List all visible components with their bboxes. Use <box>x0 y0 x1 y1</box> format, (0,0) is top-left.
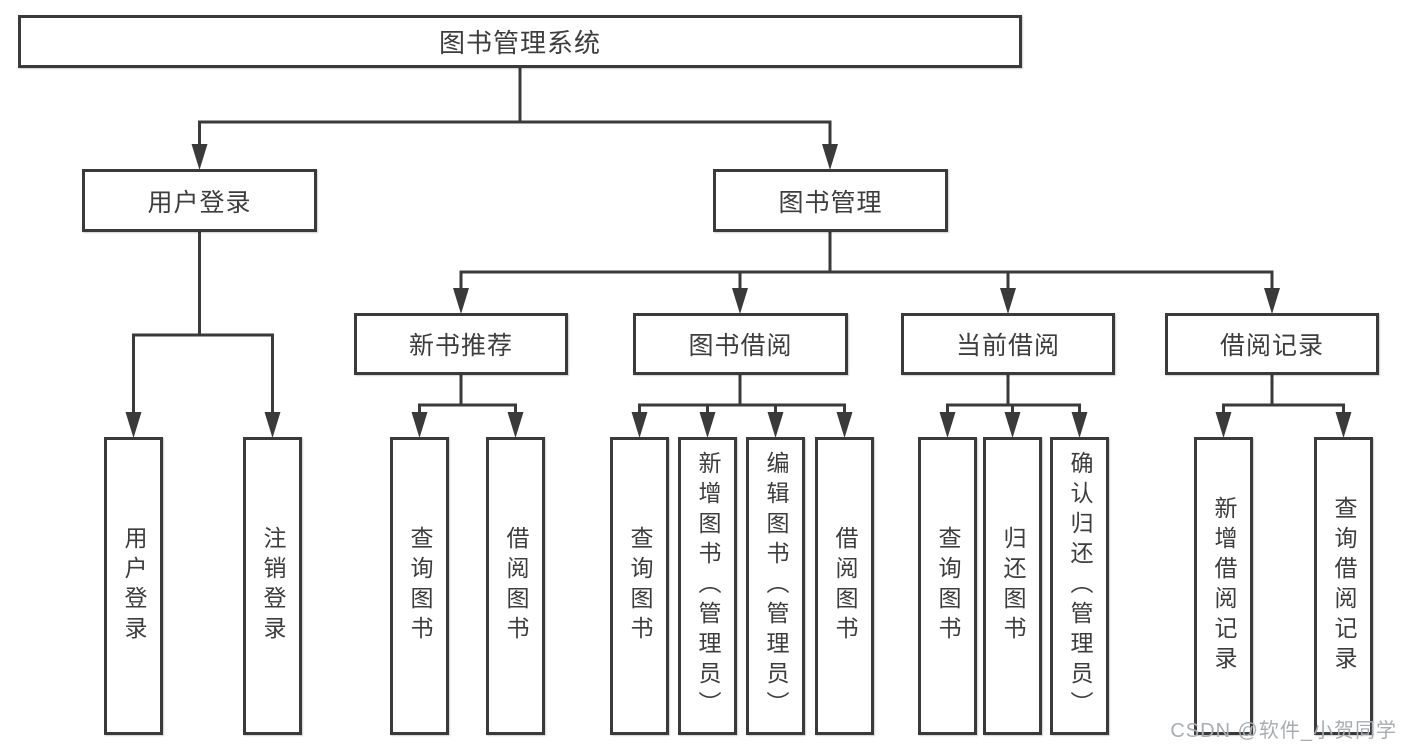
node-user-login-label: 用户登录 <box>147 188 252 217</box>
leaf-add-books-admin: 新增图书（管理员） <box>678 437 737 735</box>
leaf-confirm-return-admin-label: 确认归还（管理员） <box>1067 451 1093 721</box>
leaf-recommend-borrow-books: 借阅图书 <box>486 437 545 735</box>
node-current-borrowing: 当前借阅 <box>901 313 1115 375</box>
leaf-edit-books-admin: 编辑图书（管理员） <box>746 437 805 735</box>
node-borrowing-records-label: 借阅记录 <box>1219 332 1324 360</box>
leaf-confirm-return-admin: 确认归还（管理员） <box>1050 437 1109 735</box>
leaf-edit-books-admin-label: 编辑图书（管理员） <box>763 451 789 721</box>
leaf-logout-label: 注销登录 <box>260 526 286 646</box>
leaf-borrowing-query-books: 查询图书 <box>610 437 669 735</box>
node-new-book-recommend-label: 新书推荐 <box>408 332 513 360</box>
leaf-current-query-books-label: 查询图书 <box>935 526 961 646</box>
node-book-management: 图书管理 <box>713 169 948 232</box>
leaf-borrowing-query-books-label: 查询图书 <box>627 526 653 646</box>
csdn-watermark: CSDN @软件_小贺同学 <box>1170 720 1397 742</box>
leaf-recommend-query-books-label: 查询图书 <box>407 526 433 646</box>
leaf-borrow-books: 借阅图书 <box>815 437 874 735</box>
node-book-management-label: 图书管理 <box>778 188 883 217</box>
leaf-borrow-books-label: 借阅图书 <box>832 526 858 646</box>
leaf-current-query-books: 查询图书 <box>918 437 977 735</box>
leaf-add-borrow-record: 新增借阅记录 <box>1194 437 1253 735</box>
leaf-add-borrow-record-label: 新增借阅记录 <box>1211 496 1237 676</box>
leaf-logout: 注销登录 <box>243 437 302 735</box>
node-root-system: 图书管理系统 <box>18 15 1022 68</box>
node-book-borrowing: 图书借阅 <box>633 313 848 375</box>
leaf-query-borrow-record: 查询借阅记录 <box>1314 437 1373 735</box>
node-root-system-label: 图书管理系统 <box>438 28 601 58</box>
leaf-user-login: 用户登录 <box>104 437 163 735</box>
leaf-query-borrow-record-label: 查询借阅记录 <box>1331 496 1357 676</box>
leaf-recommend-query-books: 查询图书 <box>390 437 449 735</box>
leaf-user-login-label: 用户登录 <box>121 526 147 646</box>
node-new-book-recommend: 新书推荐 <box>354 313 568 375</box>
leaf-return-books-label: 归还图书 <box>1000 526 1026 646</box>
leaf-add-books-admin-label: 新增图书（管理员） <box>695 451 721 721</box>
leaf-recommend-borrow-books-label: 借阅图书 <box>503 526 529 646</box>
node-borrowing-records: 借阅记录 <box>1165 313 1379 375</box>
node-book-borrowing-label: 图书借阅 <box>688 332 793 360</box>
leaf-return-books: 归还图书 <box>983 437 1042 735</box>
node-user-login: 用户登录 <box>82 169 317 232</box>
node-current-borrowing-label: 当前借阅 <box>955 332 1060 360</box>
